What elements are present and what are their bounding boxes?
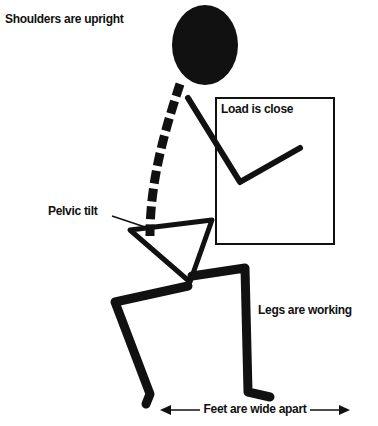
arrowhead bbox=[339, 405, 350, 415]
part-label: Feet are wide apart bbox=[200, 402, 309, 416]
leader-line bbox=[112, 216, 148, 228]
arrowhead bbox=[160, 405, 171, 415]
arm bbox=[188, 98, 300, 182]
back-leg bbox=[115, 286, 188, 404]
head bbox=[172, 5, 238, 85]
load-box: Load is close bbox=[215, 97, 335, 245]
part-label: Legs are working bbox=[258, 303, 352, 317]
part-label: Pelvic tilt bbox=[48, 204, 97, 218]
box-label: Load is close bbox=[217, 99, 297, 119]
front-leg bbox=[192, 268, 270, 397]
spine bbox=[150, 84, 180, 236]
part-label: Shoulders are upright bbox=[5, 12, 123, 26]
